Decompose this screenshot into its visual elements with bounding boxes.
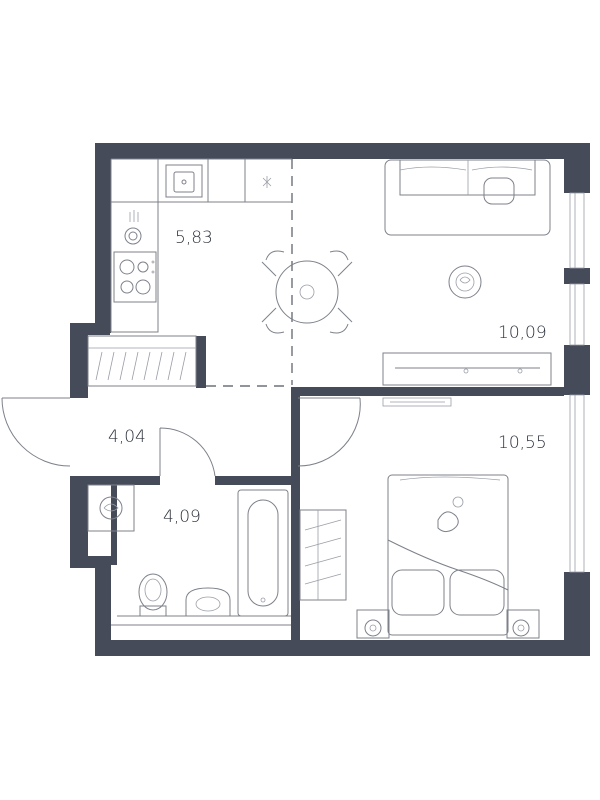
kitchen	[110, 158, 292, 333]
living	[382, 159, 552, 407]
entrance-door	[1, 397, 361, 477]
sofa-icon	[384, 159, 551, 236]
dining-table-icon	[261, 250, 353, 334]
wardrobe-icon	[87, 335, 197, 387]
shelf-icon	[299, 509, 347, 601]
bathroom	[87, 484, 291, 626]
walls	[70, 143, 590, 656]
bed-icon	[387, 474, 509, 636]
lamp-icon-right	[506, 609, 540, 639]
area-bedroom: 10,55	[498, 433, 547, 453]
spark-icon	[262, 176, 272, 188]
area-hall: 4,04	[108, 427, 146, 447]
area-living: 10,09	[498, 323, 547, 343]
bathtub-icon	[237, 489, 289, 617]
kettle-icon	[124, 210, 142, 245]
lamp-icon-left	[356, 609, 390, 639]
sink-icon	[165, 164, 203, 198]
area-bathroom: 4,09	[163, 507, 201, 527]
bedroom	[299, 474, 540, 639]
toilet-icon	[138, 573, 168, 617]
stove-icon	[113, 251, 157, 303]
tv-stand-icon	[382, 352, 552, 407]
plant-icon	[448, 265, 482, 299]
area-kitchen: 5,83	[175, 228, 213, 248]
cat-icon	[437, 496, 464, 533]
washing-machine-icon	[99, 496, 123, 520]
basin-icon	[185, 587, 231, 617]
